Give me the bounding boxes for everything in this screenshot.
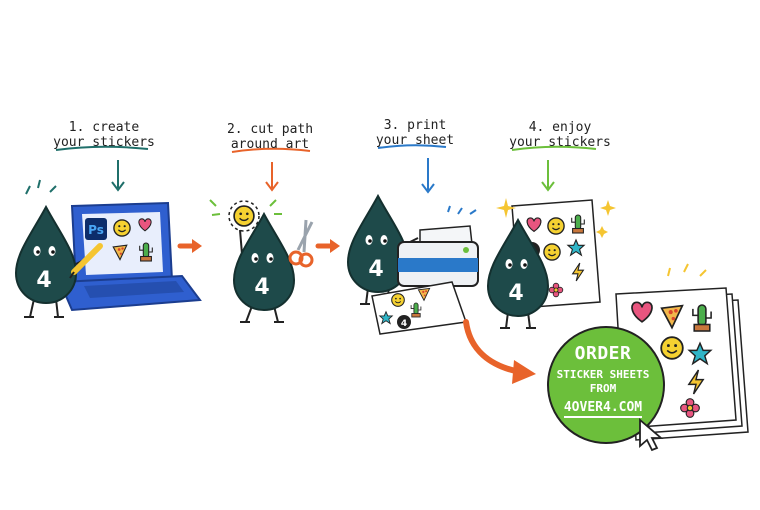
scissors-icon	[288, 219, 314, 268]
sparkle-icon	[496, 198, 616, 238]
printer-illustration	[397, 205, 479, 287]
step-4-underline	[511, 145, 597, 151]
svg-text:4: 4	[368, 257, 383, 282]
step-2-down-arrow	[265, 162, 279, 192]
step-1-subtitle: your stickers	[53, 135, 155, 150]
step-3-subtitle: your sheet	[375, 133, 455, 148]
step-3-label: 3. print your sheet	[370, 118, 460, 148]
cta-line-1: STICKER SHEETS	[556, 368, 650, 381]
step-3-title: 3. print	[383, 118, 447, 133]
svg-text:4: 4	[254, 275, 269, 300]
step-2-subtitle: around art	[230, 137, 310, 152]
motion-lines-1	[25, 179, 57, 195]
step-2-title: 2. cut path	[226, 122, 314, 137]
order-cta-button[interactable]	[547, 326, 665, 444]
order-cta-text[interactable]: ORDER STICKER SHEETS FROM 4OVER4.COM	[548, 343, 658, 418]
step-4-pointer	[511, 145, 597, 192]
cta-title: ORDER	[574, 343, 632, 364]
dashed-cut-smiley	[228, 200, 260, 232]
step-1-pointer	[55, 145, 149, 192]
svg-text:4: 4	[401, 319, 407, 329]
step-4-down-arrow	[541, 160, 555, 192]
step-3-down-arrow	[421, 158, 435, 194]
step-4-title: 4. enjoy	[528, 120, 592, 135]
svg-text:4: 4	[508, 281, 523, 306]
step-1-label: 1. create your stickers	[50, 120, 158, 150]
photoshop-icon	[85, 218, 107, 240]
step-3-pointer	[377, 144, 447, 194]
svg-text:4: 4	[36, 268, 51, 293]
next-arrow-1	[180, 239, 202, 253]
step-1-underline	[55, 145, 149, 151]
step-1-down-arrow	[111, 160, 125, 192]
step-2-underline	[231, 147, 311, 153]
cta-curved-arrow	[463, 319, 523, 375]
cursor-icon	[639, 418, 664, 452]
sparkle-lines-2	[209, 199, 282, 216]
mascot-4: 4	[487, 219, 549, 329]
step-1-title: 1. create	[68, 120, 140, 135]
step-2-pointer	[231, 147, 311, 192]
cta-line-2: FROM	[589, 382, 617, 395]
step-4-subtitle: your stickers	[509, 135, 611, 150]
laptop-illustration: Ps	[58, 201, 202, 312]
pen-icon	[69, 243, 103, 279]
photoshop-icon-label: Ps	[88, 223, 104, 237]
step-3-underline	[377, 144, 447, 149]
next-arrow-2	[318, 239, 340, 253]
step-2-label: 2. cut path around art	[220, 122, 320, 152]
mascot-2: 4	[233, 213, 295, 323]
cta-url-link[interactable]: 4OVER4.COM	[563, 400, 643, 418]
step-4-label: 4. enjoy your stickers	[506, 120, 614, 150]
cta-arrowhead	[512, 360, 536, 384]
